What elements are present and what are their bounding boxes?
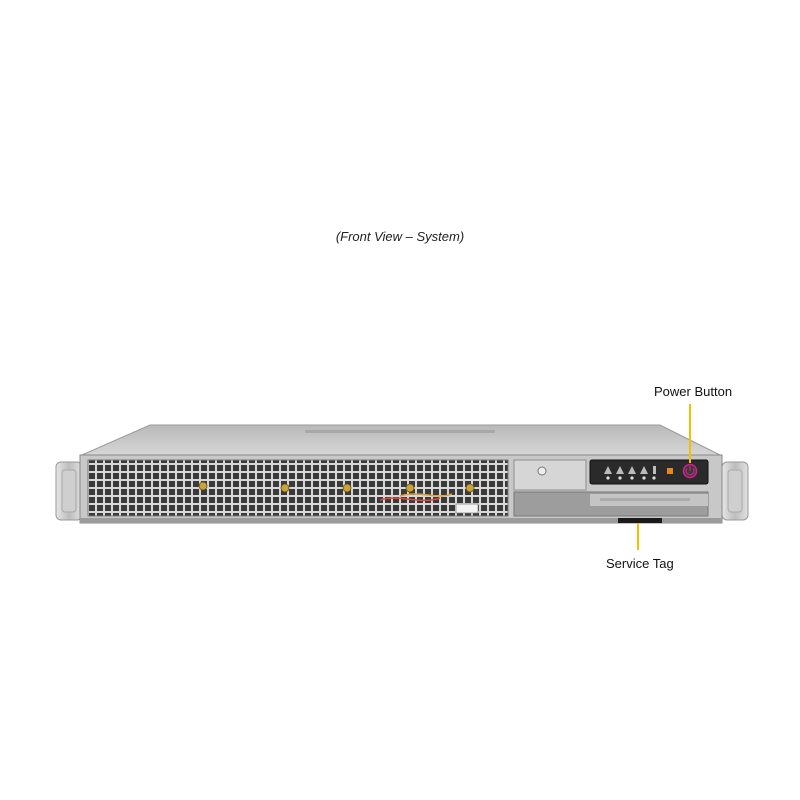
led-lights — [606, 476, 656, 480]
figure-caption: (Front View – System) — [335, 229, 465, 244]
power-icon[interactable] — [682, 463, 698, 479]
status-led — [667, 468, 673, 474]
power-button-label: Power Button — [654, 384, 733, 399]
chassis-top — [81, 424, 721, 456]
fan-screws — [198, 481, 475, 493]
led-indicator-icon — [604, 466, 656, 474]
drive-bay-panel — [513, 459, 587, 491]
panel-screw — [537, 466, 547, 476]
chassis-bottom-edge — [80, 518, 722, 523]
chassis-top-vent — [305, 430, 495, 433]
front-ventilation-grill — [87, 459, 509, 517]
internal-wires — [379, 493, 479, 514]
service-tag-label: Service Tag — [606, 556, 674, 571]
service-tag-slot[interactable] — [618, 518, 662, 523]
